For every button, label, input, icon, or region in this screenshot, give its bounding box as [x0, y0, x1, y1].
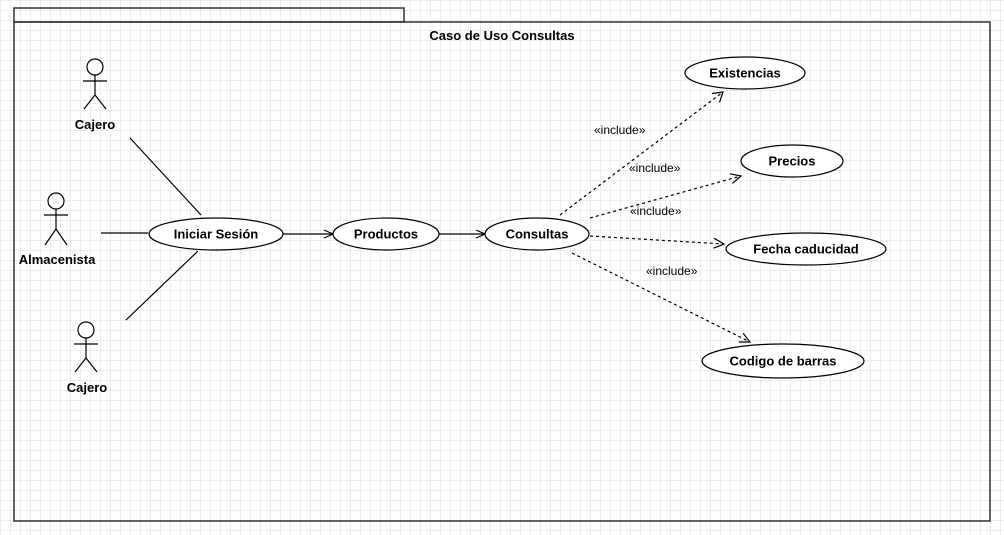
- arrowhead: [738, 332, 752, 343]
- association-cajero-top-iniciar-sesion[interactable]: [129, 137, 202, 216]
- use-case-precios[interactable]: Precios: [740, 144, 844, 178]
- connector-iniciar-sesion-productos[interactable]: [283, 229, 335, 239]
- use-case-existencias[interactable]: Existencias: [684, 56, 806, 90]
- actor-figure-icon: [83, 58, 107, 110]
- actor-cajero-top[interactable]: Cajero: [75, 58, 116, 132]
- association-cajero-bottom-iniciar-sesion[interactable]: [125, 250, 199, 321]
- include-labels: «include» «include» «include» «include»: [594, 123, 698, 278]
- use-case-label: Productos: [354, 227, 418, 242]
- use-case-consultas[interactable]: Consultas: [484, 217, 590, 251]
- actor-associations: [101, 137, 202, 321]
- use-case-label: Consultas: [506, 227, 569, 242]
- arrowhead: [713, 237, 726, 249]
- package-body: [13, 21, 991, 522]
- include-label-precios: «include»: [629, 161, 681, 175]
- include-consultas-fecha-caducidad[interactable]: [589, 235, 726, 249]
- use-case-fecha-caducidad[interactable]: Fecha caducidad: [725, 232, 887, 266]
- include-label-fecha-caducidad: «include»: [630, 204, 682, 218]
- actor-almacenista[interactable]: Almacenista: [19, 192, 96, 267]
- use-case-label: Fecha caducidad: [753, 242, 859, 257]
- include-consultas-precios[interactable]: [589, 173, 743, 219]
- actor-figure-icon: [74, 321, 98, 373]
- arrowhead: [711, 91, 724, 103]
- use-case-codigo-barras[interactable]: Codigo de barras: [701, 343, 865, 379]
- use-case-label: Iniciar Sesión: [174, 227, 259, 242]
- include-dependencies: [559, 91, 752, 343]
- use-case-productos[interactable]: Productos: [332, 217, 440, 251]
- connector-productos-consultas[interactable]: [439, 229, 487, 239]
- use-case-label: Codigo de barras: [730, 354, 837, 369]
- include-consultas-codigo-barras[interactable]: [571, 252, 752, 343]
- actor-figure-icon: [44, 192, 68, 246]
- package-title: Caso de Uso Consultas: [429, 28, 574, 43]
- actor-cajero-bottom[interactable]: Cajero: [67, 321, 108, 395]
- include-label-existencias: «include»: [594, 123, 646, 137]
- package-frame[interactable]: Caso de Uso Consultas: [13, 7, 991, 522]
- include-consultas-existencias[interactable]: [559, 91, 724, 216]
- include-label-codigo-barras: «include»: [646, 264, 698, 278]
- arrowhead: [729, 173, 743, 184]
- actor-label: Almacenista: [19, 252, 96, 267]
- use-case-label: Existencias: [709, 66, 781, 81]
- actor-label: Cajero: [75, 117, 116, 132]
- use-case-label: Precios: [769, 154, 816, 169]
- package-tab: [13, 7, 405, 23]
- use-case-iniciar-sesion[interactable]: Iniciar Sesión: [148, 217, 284, 251]
- actor-label: Cajero: [67, 380, 108, 395]
